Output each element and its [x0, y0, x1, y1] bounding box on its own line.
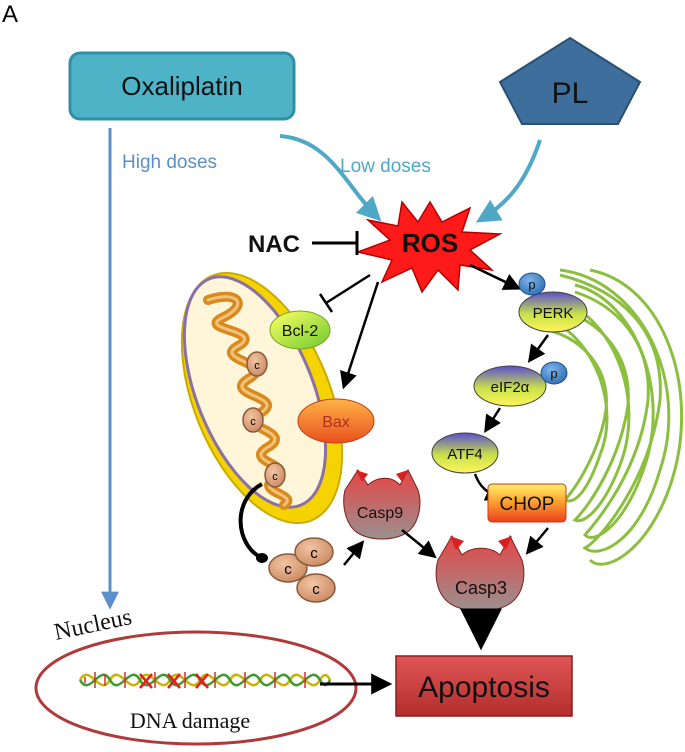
bax-label: Bax [322, 414, 350, 431]
casp9-node [343, 468, 421, 540]
svg-text:c: c [254, 360, 260, 372]
eif2a-node [473, 365, 547, 407]
casp9-label: Casp9 [357, 505, 403, 522]
atf4-label: ATF4 [447, 446, 483, 463]
ros-burst [355, 200, 503, 294]
eif2a-phospho-badge [540, 361, 568, 385]
cytc-release-head [256, 553, 268, 563]
dna-damage-marks [139, 673, 209, 689]
atf4-node [431, 432, 499, 474]
apoptosis-box [395, 655, 573, 717]
perk-phospho-badge [518, 272, 546, 296]
svg-text:c: c [284, 561, 292, 578]
pl-label: PL [552, 77, 589, 110]
cytochrome-c-inner-2: c [242, 407, 264, 433]
cytochrome-c-cluster-2: c [294, 537, 334, 567]
low-doses-label: Low doses [340, 156, 431, 177]
eif2a-atf4-arrow [484, 407, 502, 433]
low-doses-arrow-right [475, 139, 542, 223]
perk-node [518, 291, 588, 333]
panel-letter: A [2, 1, 18, 28]
bcl2-node [269, 310, 331, 350]
chop-label: CHOP [500, 494, 555, 515]
bcl2-label: Bcl-2 [282, 323, 319, 340]
perk-phospho-label: p [528, 277, 535, 292]
cytochrome-c-inner-1: c [246, 351, 268, 377]
chop-casp3-arrow [525, 527, 549, 555]
svg-text:c: c [250, 416, 256, 428]
oxaliplatin-label: Oxaliplatin [121, 71, 242, 101]
ros-label: ROS [402, 228, 458, 258]
casp3-node [435, 534, 525, 612]
oxaliplatin-box [68, 51, 296, 121]
cytochrome-c-cluster-3: c [296, 573, 336, 603]
ros-bcl2-inhibition [325, 273, 371, 305]
nac-label: NAC [248, 231, 300, 258]
ros-bax-arrow [340, 281, 380, 390]
casp3-label: Casp3 [455, 578, 507, 598]
apoptosis-label: Apoptosis [418, 671, 550, 704]
dna-damage-label: DNA damage [130, 708, 250, 733]
eif2a-label: eIF2α [491, 379, 530, 396]
low-doses-arrow-left [279, 134, 382, 222]
svg-text:c: c [272, 471, 278, 483]
dna-helix [78, 672, 332, 688]
bax-node [297, 398, 375, 444]
perk-eif2a-arrow [527, 334, 550, 363]
svg-text:c: c [312, 581, 320, 598]
eif2a-phospho-label: p [550, 366, 557, 381]
cytc-release-arrow [238, 482, 264, 560]
ros-perk-arrow [469, 263, 522, 290]
cytc-casp9-arrow [343, 540, 365, 566]
cytochrome-c-inner-3: c [264, 462, 286, 488]
high-doses-label: High doses [122, 152, 217, 173]
casp9-casp3-arrow [401, 529, 437, 559]
pl-pentagon [498, 36, 642, 125]
chop-node [487, 483, 567, 523]
svg-text:c: c [310, 545, 318, 562]
cytochrome-c-cluster-1: c [268, 553, 308, 583]
perk-label: PERK [533, 305, 574, 322]
ros-bcl2-bar [318, 293, 334, 313]
